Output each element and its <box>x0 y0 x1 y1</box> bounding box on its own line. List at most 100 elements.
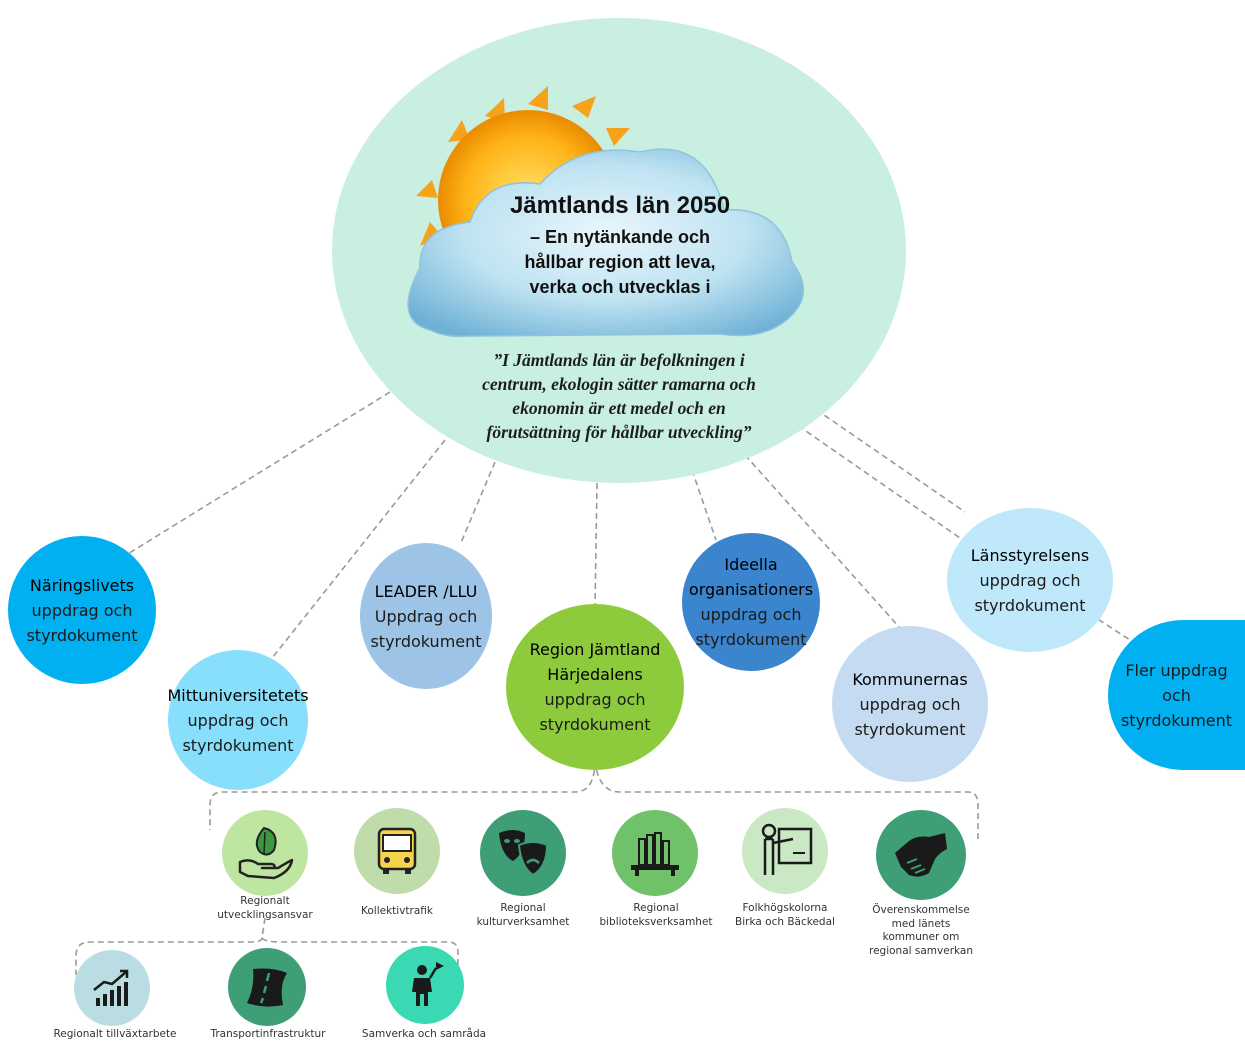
node-line: uppdrag och <box>859 694 961 714</box>
vision-subtitle: – En nytänkande och hållbar region att l… <box>470 225 770 300</box>
label-line: Regionalt <box>240 895 290 907</box>
node-line: uppdrag och <box>187 710 289 730</box>
node-region: Region Jämtland Härjedalens uppdrag och … <box>506 604 684 770</box>
item-kollektivtrafik-label: Kollektivtrafik <box>332 905 462 919</box>
node-line: Uppdrag och <box>374 606 478 626</box>
vision-line-2: centrum, ekologin sätter ramarna och <box>482 374 756 394</box>
node-title: Kommunernas <box>852 669 968 689</box>
node-line: styrdokument <box>695 630 807 649</box>
item-collaborate-label: Samverka och samråda <box>361 1028 487 1040</box>
item-culture-label: Regional kulturverksamhet <box>458 902 588 929</box>
node-title-2: organisationers <box>688 580 814 599</box>
theater-masks-icon <box>499 830 549 877</box>
node-line: styrdokument <box>26 625 138 645</box>
item-library-label: Regional biblioteksverksamhet <box>590 902 722 929</box>
handshake-icon <box>895 833 947 877</box>
bus-icon <box>377 827 417 874</box>
vision-line-1: ”I Jämtlands län är befolkningen i <box>493 350 745 370</box>
item-growth <box>74 950 150 1026</box>
label-line: Folkhögskolorna <box>742 902 828 914</box>
node-line: uppdrag och <box>700 605 802 624</box>
node-title: Länsstyrelsens <box>970 545 1090 565</box>
link-mittuniversitetet <box>264 439 446 668</box>
link-naringslivet <box>117 391 391 561</box>
dev-bracket <box>75 917 266 975</box>
item-library <box>612 810 698 896</box>
node-title: Mittuniversitetets <box>167 685 309 705</box>
label-line: regional samverkan <box>868 944 973 957</box>
node-kommunerna: Kommunernas uppdrag och styrdokument <box>832 626 988 782</box>
item-agreement-label: Överenskommelse med länets kommuner om r… <box>856 904 986 958</box>
node-line: uppdrag och <box>544 690 646 709</box>
vision-line-4: förutsättning för hållbar utveckling” <box>486 422 752 442</box>
node-line: styrdokument <box>1120 710 1233 730</box>
link-fler <box>1089 613 1131 641</box>
link-lansstyrelsen-b <box>789 419 961 539</box>
node-line: styrdokument <box>370 631 482 651</box>
label-line: kulturverksamhet <box>476 915 570 928</box>
cloud-icon <box>407 148 805 338</box>
item-transport <box>228 948 306 1026</box>
node-line: styrdokument <box>182 735 294 755</box>
item-kollektivtrafik <box>354 808 440 894</box>
item-transport-label: Transportinfrastruktur <box>210 1028 326 1040</box>
node-title: Ideella <box>724 555 778 574</box>
node-naringslivet: Näringslivets uppdrag och styrdokument <box>8 536 156 684</box>
label-line: Birka och Bäckedal <box>735 915 835 928</box>
node-title-2: Härjedalens <box>547 665 643 684</box>
node-ideella: Ideella organisationers uppdrag och styr… <box>682 533 820 671</box>
node-fler: Fler uppdrag och styrdokument <box>1108 620 1245 770</box>
label-line: Överenskommelse <box>872 904 970 916</box>
link-region <box>594 482 598 607</box>
label-line: kommuner om <box>882 931 960 943</box>
subtitle-line-1: – En nytänkande och <box>529 227 711 247</box>
subtitle-line-3: verka och utvecklas i <box>529 277 711 297</box>
item-agreement <box>876 810 966 900</box>
node-line: uppdrag och <box>31 600 133 620</box>
vision-statement: ”I Jämtlands län är befolkningen i centr… <box>430 348 808 444</box>
growth-chart-icon <box>93 969 129 1006</box>
teacher-icon <box>761 823 813 875</box>
dev-bracket-right <box>261 937 459 972</box>
item-culture <box>480 810 566 896</box>
label-line: Regional <box>633 902 679 914</box>
node-line: Fler uppdrag <box>1125 660 1228 680</box>
node-leader: LEADER /LLU Uppdrag och styrdokument <box>360 543 492 689</box>
link-ideella <box>691 469 717 541</box>
subtitle-line-2: hållbar region att leva, <box>524 252 716 272</box>
link-leader <box>459 461 496 546</box>
node-line: styrdokument <box>854 719 966 739</box>
node-title: Näringslivets <box>29 575 135 595</box>
label-line: utvecklingsansvar <box>217 908 313 921</box>
road-icon <box>247 968 287 1007</box>
vision-title: Jämtlands län 2050 <box>509 192 731 219</box>
node-line: uppdrag och <box>979 570 1081 590</box>
node-line: styrdokument <box>539 715 651 734</box>
node-lansstyrelsen: Länsstyrelsens uppdrag och styrdokument <box>947 508 1113 652</box>
label-line: Kollektivtrafik <box>361 905 433 917</box>
node-title: LEADER /LLU <box>374 581 478 601</box>
node-line: och <box>1162 685 1191 705</box>
item-folkhogskola <box>742 808 828 894</box>
item-regional-development <box>222 810 308 896</box>
vision-line-3: ekonomin är ett medel och en <box>512 398 726 418</box>
node-line: styrdokument <box>974 595 1086 615</box>
leaf-hand-icon <box>238 826 294 880</box>
books-icon <box>631 832 679 876</box>
label-line: Regional <box>500 902 546 914</box>
item-collaborate <box>386 946 464 1024</box>
item-regional-development-label: Regionalt utvecklingsansvar <box>200 895 330 922</box>
label-line: biblioteksverksamhet <box>599 915 713 928</box>
label-line: med länets <box>891 917 951 930</box>
region-bracket-right <box>594 759 979 840</box>
node-title: Region Jämtland <box>529 640 661 659</box>
person-flag-icon <box>412 962 444 1006</box>
item-folkhogskola-label: Folkhögskolorna Birka och Bäckedal <box>720 902 850 929</box>
link-kommunerna <box>744 454 901 629</box>
region-bracket <box>209 740 596 830</box>
item-growth-label: Regionalt tillväxtarbete <box>53 1028 177 1040</box>
link-lansstyrelsen-a <box>807 403 966 513</box>
node-mittuniversitetet: Mittuniversitetets uppdrag och styrdokum… <box>167 650 309 790</box>
